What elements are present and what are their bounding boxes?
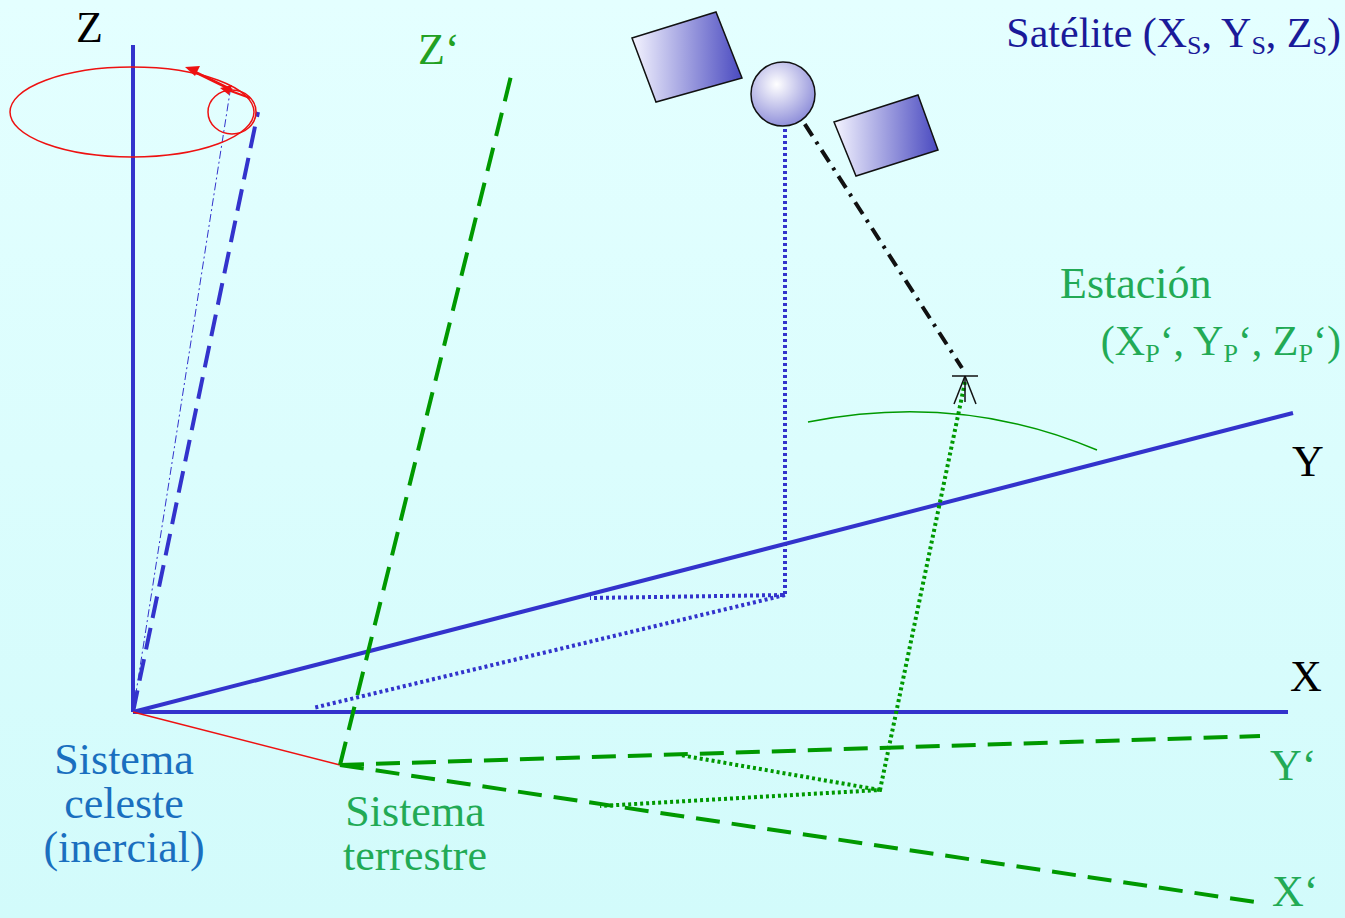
axis-label: X xyxy=(1290,655,1322,699)
axis-label: Z‘ xyxy=(418,28,460,72)
axis-label: X‘ xyxy=(1272,870,1318,914)
system-label: Sistema celeste (inercial) xyxy=(8,738,240,870)
satellite-label: Satélite (XS, YS, ZS) xyxy=(1006,12,1341,54)
arrow-line xyxy=(228,90,250,98)
x-axis xyxy=(133,710,1288,714)
precessing-axis xyxy=(133,112,258,712)
arrowhead xyxy=(220,85,232,95)
system-label: Sistema terrestre xyxy=(300,790,530,878)
station-coordinates: (XP‘, YP‘, ZP‘) xyxy=(1101,320,1341,362)
nutation-circle xyxy=(208,90,256,134)
axis-label: Y‘ xyxy=(1270,744,1316,788)
station-symbol xyxy=(952,376,978,404)
station-projection xyxy=(680,755,880,790)
y-axis xyxy=(133,413,1293,712)
y-prime-axis xyxy=(340,736,1260,765)
mean-axis xyxy=(133,92,230,712)
station-label: Estación xyxy=(1060,262,1212,306)
satellite-projection xyxy=(590,105,785,598)
arrowhead xyxy=(185,66,200,76)
precession-circle xyxy=(10,67,254,157)
earth-surface xyxy=(808,412,1097,450)
satellite-symbol xyxy=(632,12,938,176)
axis-label: Z xyxy=(76,6,103,50)
axis-label: Y xyxy=(1292,440,1324,484)
z-axis xyxy=(131,45,135,712)
z-prime-axis xyxy=(340,68,513,765)
satellite-projection xyxy=(313,595,785,708)
station-projection xyxy=(600,382,965,806)
